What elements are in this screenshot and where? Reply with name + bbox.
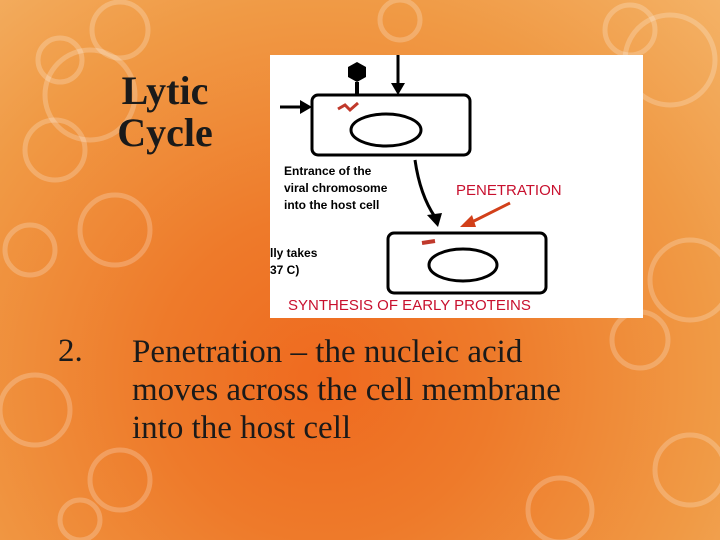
caption-entrance-line-1: Entrance of the — [284, 164, 372, 178]
bullet-line-2: moves across the cell membrane — [132, 372, 561, 408]
phage-head-icon — [348, 62, 366, 82]
label-synthesis: SYNTHESIS OF EARLY PROTEINS — [288, 297, 531, 314]
bullet-line-1: Penetration – the nucleic acid — [132, 334, 523, 370]
red-arrow-shaft — [469, 201, 511, 225]
arrow-curved-down-head — [427, 213, 442, 227]
title-line-1: Lytic — [121, 68, 209, 113]
caption-takes-line-1: lly takes — [270, 246, 318, 260]
arrow-right-head — [300, 100, 312, 114]
caption-entrance-line-2: viral chromosome — [284, 181, 388, 195]
cell-nucleus-bottom — [427, 247, 499, 283]
arrow-down-top-head — [391, 83, 405, 95]
bullet-text: Penetration – the nucleic acid moves acr… — [132, 333, 692, 447]
title-line-2: Cycle — [117, 110, 213, 155]
viral-chromosome-bottom — [421, 239, 436, 245]
arrow-curved-down — [413, 159, 437, 218]
bullet-line-3: into the host cell — [132, 410, 352, 446]
viral-chromosome-top — [337, 101, 359, 113]
bullet-number: 2. — [58, 333, 83, 369]
caption-takes-line-2: 37 C) — [270, 263, 299, 277]
slide-title: Lytic Cycle — [100, 70, 230, 154]
red-arrow-head — [460, 215, 476, 227]
phage-tail-icon — [355, 82, 359, 98]
cell-nucleus-top — [349, 112, 423, 148]
lytic-cycle-diagram: Entrance of the viral chromosome into th… — [270, 55, 643, 318]
label-penetration: PENETRATION — [456, 182, 562, 199]
host-cell-bottom — [386, 231, 548, 295]
caption-entrance-line-3: into the host cell — [284, 198, 379, 212]
